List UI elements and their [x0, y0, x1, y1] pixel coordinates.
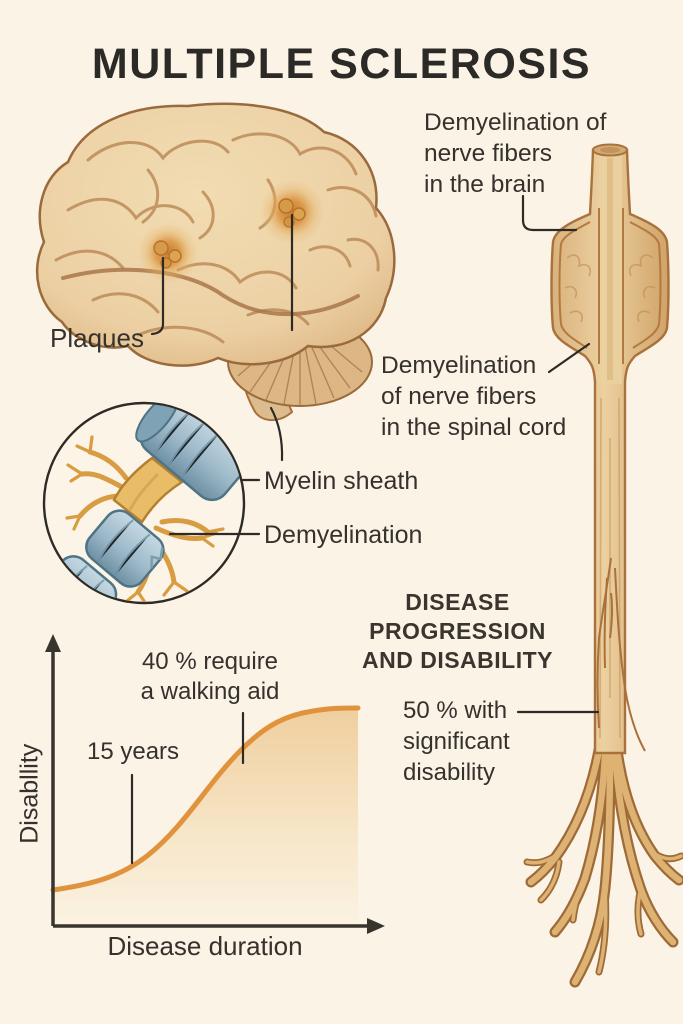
- cord-fiber-lines: [596, 397, 646, 752]
- progression-chart: [45, 634, 385, 934]
- plaques-label: Plaques: [50, 323, 144, 353]
- years-annotation: 15 years: [87, 738, 180, 765]
- nerve-roots: [523, 744, 683, 988]
- paddle-texture: [558, 221, 662, 349]
- disability-stat-label: 50 % with significant disability: [403, 697, 510, 787]
- brain-illustration: [35, 102, 396, 421]
- brain-demyelination-label: Demyelination of nerve fibers in the bra…: [424, 109, 607, 198]
- walking-aid-annotation: 40 % require a walking aid: [140, 648, 280, 705]
- disability-curve: [50, 705, 361, 893]
- cerebrum-shape: [35, 102, 396, 367]
- demyelination-label: Demyelination: [264, 521, 423, 549]
- gyri-lines: [54, 132, 380, 344]
- myelin-segment-mid: [85, 509, 165, 588]
- spinal-cord-illustration: [523, 143, 683, 988]
- myelin-sheath-label: Myelin sheath: [264, 467, 419, 495]
- nerve-inset-illustration: [42, 401, 246, 605]
- plaque-spot-left: [138, 223, 198, 283]
- x-axis-label: Disease duration: [107, 931, 303, 961]
- sylvian-fissure-line: [61, 267, 360, 317]
- progression-heading: DISEASE PROGRESSION AND DISABILITY: [362, 589, 553, 673]
- curve-fill: [53, 708, 358, 926]
- central-cord-band: [598, 152, 624, 384]
- plaque-spot-right: [260, 180, 324, 244]
- page-title: MULTIPLE SCLEROSIS: [91, 40, 592, 88]
- y-axis-label: Disabllity: [15, 743, 44, 844]
- chart-axes: [45, 634, 385, 934]
- cord-top-rim: [592, 143, 628, 157]
- cord-demyelination-label: Demyelination of nerve fibers in the spi…: [381, 352, 567, 441]
